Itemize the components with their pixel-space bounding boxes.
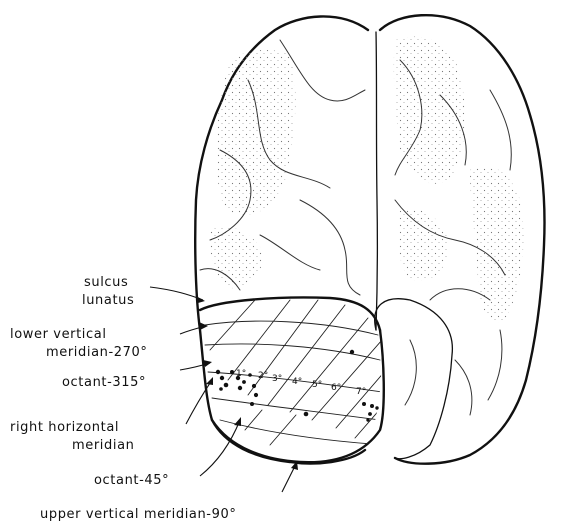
ecc-label-7: 7° xyxy=(356,387,366,397)
label-right-horizontal-line1: right horizontal xyxy=(10,420,119,435)
ecc-label-5: 5° xyxy=(312,380,322,390)
label-octant-45: octant-45° xyxy=(94,473,169,488)
label-right-horizontal-line2: meridian xyxy=(72,438,135,453)
label-lower-vertical-line2: meridian-270° xyxy=(46,345,148,360)
arrow-octant-45 xyxy=(200,420,240,476)
ecc-label-4: 4° xyxy=(292,377,302,387)
label-sulcus-lunatus-line2: lunatus xyxy=(82,293,134,308)
right-occipital-lobe xyxy=(375,299,453,459)
shaded-regions xyxy=(210,37,524,323)
longitudinal-fissure xyxy=(376,32,377,330)
ecc-label-6: 6° xyxy=(331,383,341,393)
label-sulcus-lunatus-line1: sulcus xyxy=(84,275,128,290)
label-octant-315: octant-315° xyxy=(62,375,146,390)
label-upper-vertical-meridian: upper vertical meridian-90° xyxy=(40,507,236,522)
ecc-label-3: 3° xyxy=(272,374,282,384)
labels: sulcus lunatus lower vertical meridian-2… xyxy=(10,275,236,522)
label-lower-vertical-line1: lower vertical xyxy=(10,327,107,342)
ecc-label-2: 2° xyxy=(258,371,268,381)
sulcus-lunatus-line xyxy=(200,298,380,331)
eccentricity-labels: 1° 2° 3° 4° 5° 6° 7° xyxy=(236,369,366,397)
